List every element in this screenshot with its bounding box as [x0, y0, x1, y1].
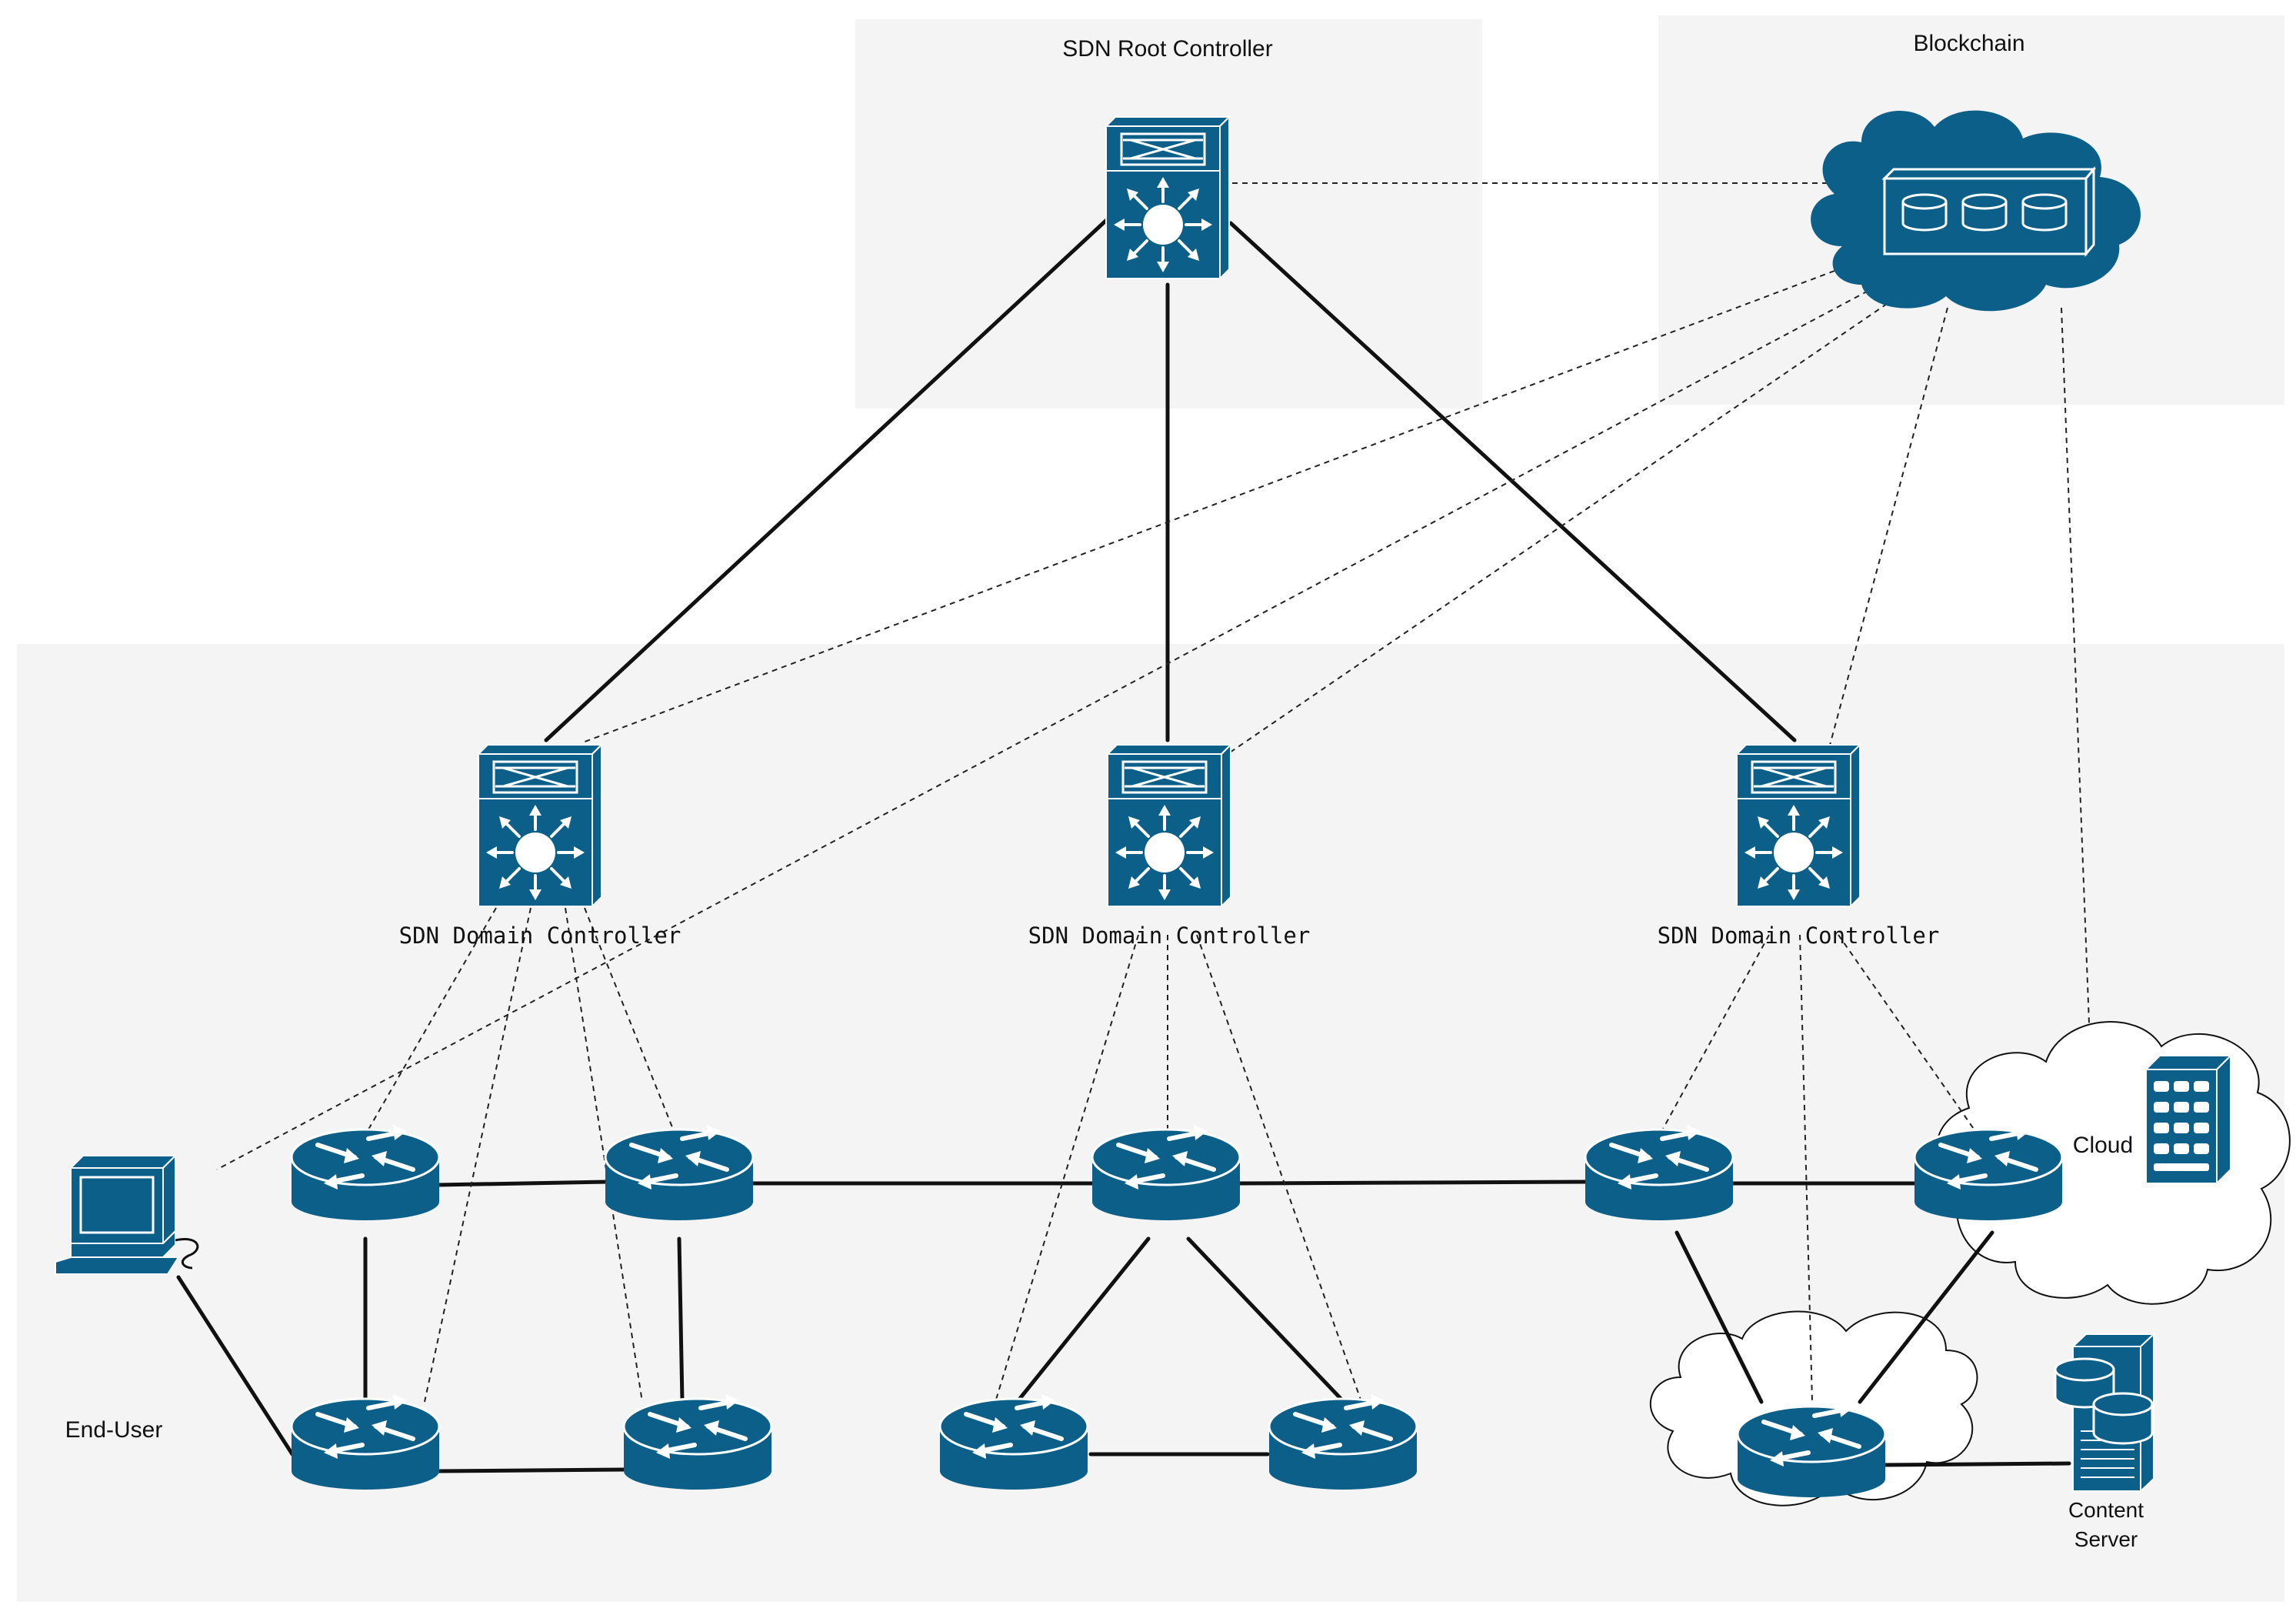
router-left-bottom-left: [292, 1394, 439, 1490]
router-right-top-left: [1585, 1125, 1733, 1220]
router-middle-bottom-right: [1269, 1394, 1417, 1490]
domain-controller-right-label: SDN Domain Controller: [1658, 923, 1940, 949]
root-controller-title: SDN Root Controller: [1062, 36, 1272, 62]
router-left-top-right: [605, 1125, 753, 1220]
router-right-top-right: [1914, 1125, 2062, 1220]
cloud-label: Cloud: [2073, 1133, 2133, 1158]
domain-controller-middle-icon: [1106, 743, 1232, 908]
root-controller-icon: [1105, 115, 1231, 280]
domain-controller-left-label: SDN Domain Controller: [399, 923, 681, 949]
storage-server-icon: [2054, 1332, 2156, 1493]
workstation-icon: [55, 1153, 199, 1275]
domain-controller-right-icon: [1735, 743, 1861, 908]
end-user-label: End-User: [65, 1417, 163, 1443]
content-server-label-line1: Content: [2068, 1498, 2144, 1522]
router-right-bottom: [1738, 1402, 1885, 1497]
router-middle-top: [1092, 1125, 1240, 1220]
data-plane-links: [176, 1180, 2071, 1473]
blockchain-database-icon: [1811, 110, 2141, 312]
control-plane-links: [216, 182, 2090, 1403]
router-left-bottom-right: [624, 1394, 771, 1490]
server-rack-icon: [2144, 1053, 2233, 1186]
domain-controller-left-icon: [477, 743, 603, 908]
content-server-label-line2: Server: [2074, 1527, 2138, 1551]
router-left-top-left: [292, 1125, 439, 1220]
domain-controller-middle-label: SDN Domain Controller: [1028, 923, 1311, 949]
router-middle-bottom-left: [940, 1394, 1088, 1490]
blockchain-title: Blockchain: [1913, 31, 2024, 56]
